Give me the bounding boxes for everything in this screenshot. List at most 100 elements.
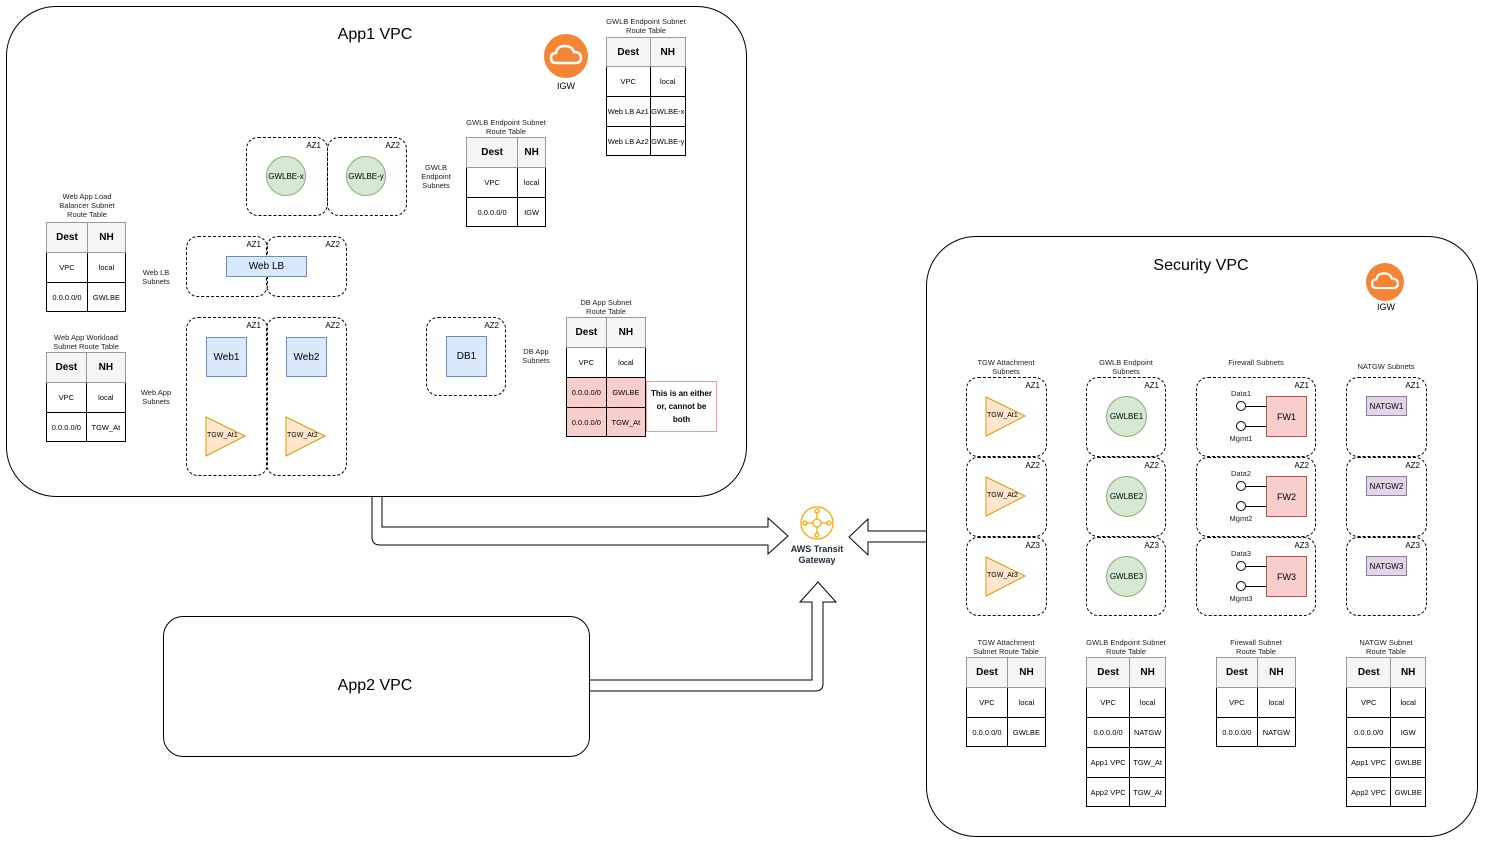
data-port-icon[interactable] [1236, 561, 1246, 571]
web-lb[interactable]: Web LB [226, 256, 307, 277]
az2-gwlbe-subnet: AZ2 [327, 137, 407, 216]
table-cell: local [1256, 687, 1297, 718]
igw-label: IGW [557, 81, 575, 91]
firewall-1[interactable]: FW1 [1266, 396, 1307, 437]
table-cell: VPC [1085, 687, 1131, 718]
gwlbe-2[interactable]: GWLBE2 [1106, 476, 1147, 517]
az2-firewall-subnet: AZ2 [1196, 457, 1316, 537]
app2-vpc-title: App2 VPC [337, 677, 413, 694]
table-header-cell: NH [1006, 657, 1047, 688]
data-port-label: Data3 [1230, 549, 1251, 558]
tgw-attachment-sec-1[interactable]: TGW_At1 [985, 396, 1027, 438]
natgw-1[interactable]: NATGW1 [1366, 396, 1407, 416]
table-cell: 0.0.0.0/0 [465, 197, 519, 227]
table-cell: GWLBE [1390, 777, 1426, 807]
either-or-note: This is an either or, cannot be both [646, 381, 717, 432]
mgmt-port-icon[interactable] [1236, 501, 1246, 511]
table-header-cell: Dest [606, 37, 651, 67]
route-table-title: Web App Load Balancer Subnet Route Table [59, 192, 115, 219]
web1-instance[interactable]: Web1 [206, 337, 247, 377]
gwlbe-3[interactable]: GWLBE3 [1106, 556, 1147, 597]
table-header-cell: NH [1256, 657, 1297, 688]
mgmt-port-icon[interactable] [1236, 581, 1246, 591]
web2-instance[interactable]: Web2 [286, 337, 327, 377]
table-header-cell: NH [605, 317, 647, 348]
firewall-2[interactable]: FW2 [1266, 476, 1307, 517]
tgw-attachment-2[interactable]: TGW_At2 [285, 416, 327, 458]
table-header-cell: Dest [1216, 657, 1258, 688]
transit-gateway-icon[interactable] [799, 505, 835, 541]
firewall-subnets-title: Firewall Subnets [1228, 358, 1284, 367]
table-header-cell: NH [1129, 657, 1166, 688]
table-cell: local [85, 382, 127, 413]
table-cell: IGW [517, 197, 546, 227]
table-cell: 0.0.0.0/0 [46, 412, 87, 442]
az3-gwlbe-sec-subnet: AZ3 [1086, 537, 1166, 616]
table-cell: GWLBE [605, 377, 647, 408]
mgmt-port-label: Mgmt1 [1229, 434, 1253, 443]
table-cell: App1 VPC [1085, 747, 1131, 778]
table-cell: 0.0.0.0/0 [566, 407, 607, 437]
data-port-link [1246, 486, 1266, 488]
gwlb-endpoint-subnets-title: GWLB Endpoint Subnets [1099, 358, 1153, 376]
table-cell: VPC [1345, 687, 1392, 718]
az3-tgw-subnet: AZ3 [966, 537, 1047, 616]
table-header-cell: Dest [566, 317, 607, 348]
table-cell: 0.0.0.0/0 [566, 377, 607, 408]
tgw-attachment-sec-3[interactable]: TGW_At3 [985, 556, 1027, 598]
firewall-3[interactable]: FW3 [1266, 556, 1307, 597]
gwlb-endpoint-subnets-label: GWLB Endpoint Subnets [421, 163, 451, 190]
mgmt-port-icon[interactable] [1236, 421, 1246, 431]
table-cell: IGW [1390, 717, 1426, 748]
gwlbe-x[interactable]: GWLBE-x [266, 156, 306, 196]
tgw-attachment-sec-2[interactable]: TGW_At2 [985, 476, 1027, 518]
table-cell: local [649, 66, 687, 97]
natgw-2[interactable]: NATGW2 [1366, 476, 1407, 496]
table-cell: VPC [46, 382, 87, 413]
table-header-cell: NH [85, 352, 127, 383]
db1-instance[interactable]: DB1 [446, 336, 487, 377]
table-header-cell: NH [517, 137, 546, 168]
gwlbe-1[interactable]: GWLBE1 [1106, 396, 1147, 437]
app1-vpc-title: App1 VPC [337, 26, 413, 43]
data-port-icon[interactable] [1236, 401, 1246, 411]
web-lb-subnets-label: Web LB Subnets [142, 268, 170, 286]
table-header-cell: NH [86, 222, 127, 253]
table-cell: local [1006, 687, 1047, 718]
gwlbe-y[interactable]: GWLBE-y [346, 156, 386, 196]
table-cell: TGW_At [85, 412, 127, 442]
db-app-subnets-label: DB App Subnets [522, 347, 550, 365]
table-header-cell: NH [1390, 657, 1426, 688]
route-table-title: DB App Subnet Route Table [580, 298, 632, 316]
arrow-app1-to-tgw [371, 496, 789, 556]
natgw-3[interactable]: NATGW3 [1366, 556, 1407, 576]
data-port-icon[interactable] [1236, 481, 1246, 491]
table-cell: GWLBE [1390, 747, 1426, 778]
arrow-security-to-tgw [848, 517, 926, 557]
table-cell: local [1390, 687, 1426, 718]
az3-natgw-subnet: AZ3 [1346, 537, 1427, 616]
az1-firewall-subnet: AZ1 [1196, 377, 1316, 457]
table-cell: local [517, 167, 546, 198]
tgw-attachment-1[interactable]: TGW_At1 [205, 416, 247, 458]
data-port-link [1246, 406, 1266, 408]
table-cell: VPC [465, 167, 519, 198]
